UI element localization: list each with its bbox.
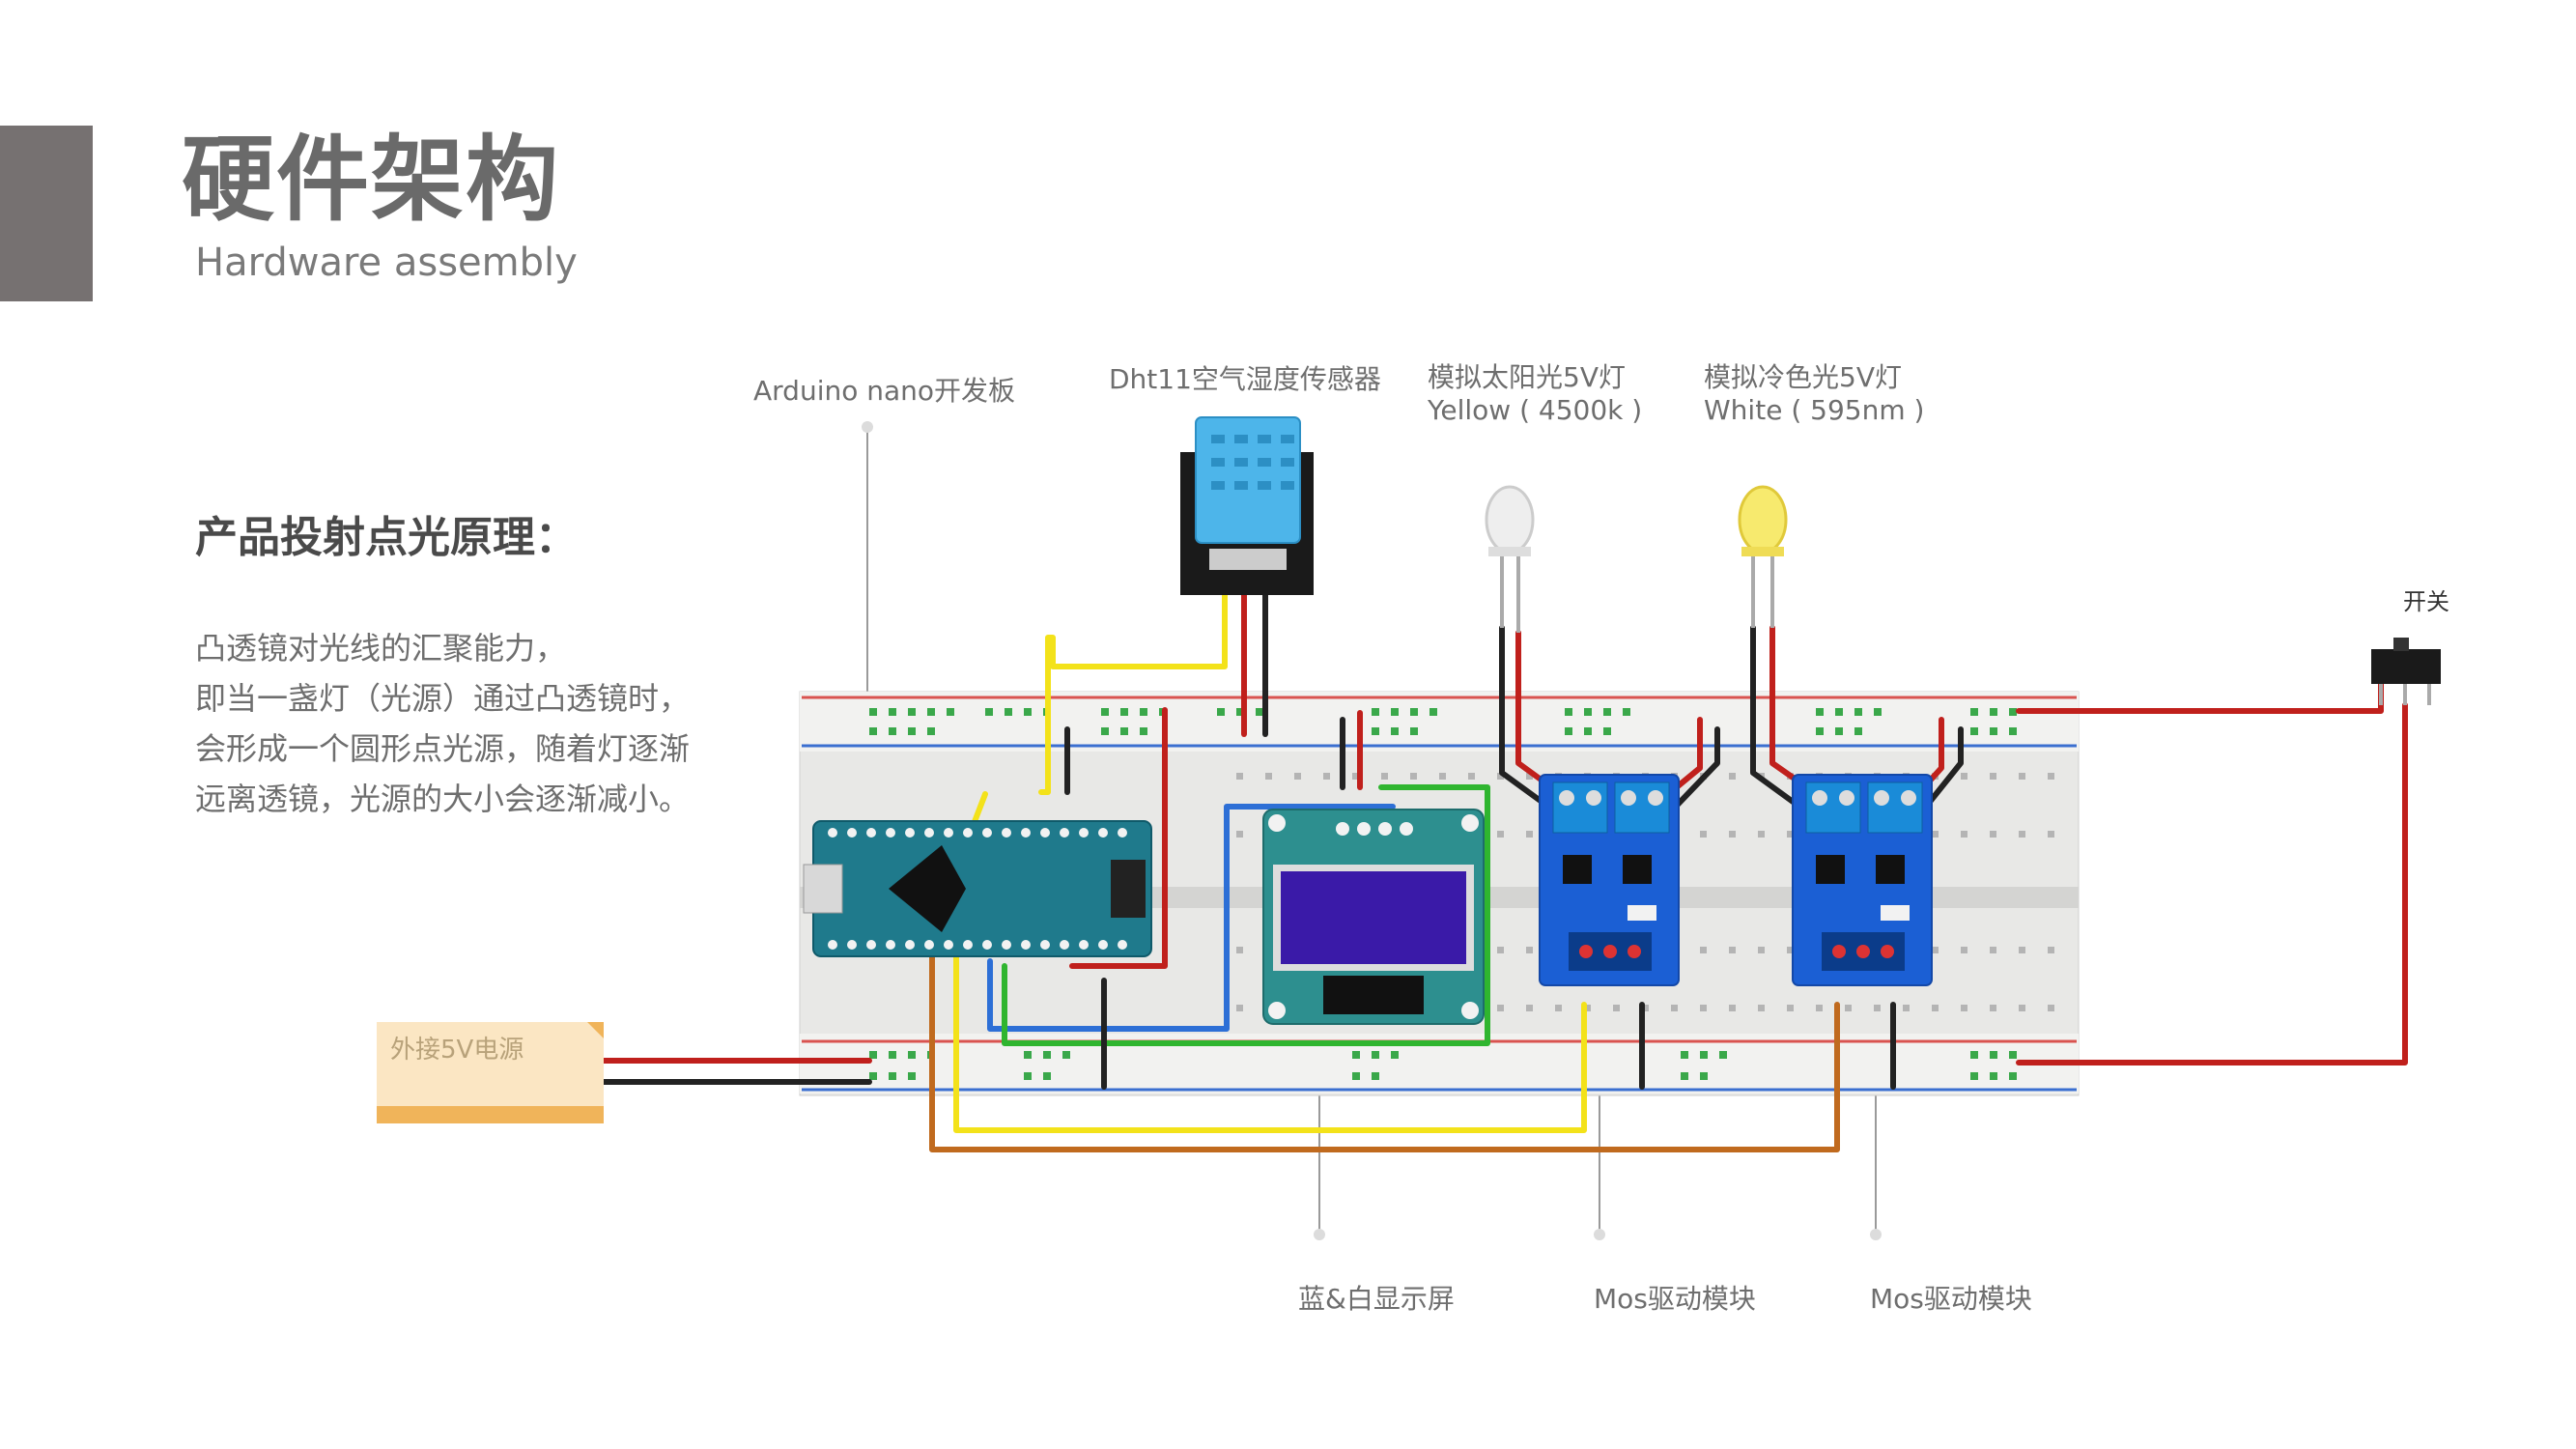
label-mos-1: Mos驱动模块 bbox=[1594, 1283, 1756, 1315]
principle-description: 凸透镜对光线的汇聚能力， 即当一盏灯（光源）通过凸透镜时， 会形成一个圆形点光源… bbox=[195, 623, 690, 824]
label-dht11: Dht11空气湿度传感器 bbox=[1109, 363, 1381, 395]
label-power: 外接5V电源 bbox=[390, 1036, 524, 1065]
principle-line-3: 会形成一个圆形点光源，随着灯逐渐 bbox=[195, 730, 691, 767]
label-display: 蓝&白显示屏 bbox=[1298, 1283, 1455, 1315]
principle-line-2: 即当一盏灯（光源）通过凸透镜时， bbox=[195, 680, 691, 717]
oled-display-module bbox=[1262, 809, 1485, 1025]
label-lamp-sun-line2: Yellow ( 4500k ) bbox=[1428, 394, 1643, 426]
label-switch: 开关 bbox=[2403, 588, 2449, 615]
dht11-sensor bbox=[1180, 416, 1314, 595]
page-subtitle: Hardware assembly bbox=[195, 241, 578, 285]
mos-driver-module-2 bbox=[1792, 774, 1933, 986]
arduino-nano-board bbox=[803, 820, 1152, 957]
principle-line-4: 远离透镜，光源的大小会逐渐减小。 bbox=[195, 781, 691, 817]
label-lamp-cold-line1: 模拟冷色光5V灯 bbox=[1704, 361, 1902, 393]
label-arduino: Arduino nano开发板 bbox=[753, 375, 1016, 407]
yellow-led-lamp bbox=[1738, 485, 1788, 628]
slide-switch bbox=[2371, 638, 2441, 705]
mos-driver-module-1 bbox=[1539, 774, 1680, 986]
external-power-supply bbox=[377, 1022, 604, 1123]
wires bbox=[601, 577, 2408, 1152]
label-lamp-cold-line2: White ( 595nm ) bbox=[1704, 394, 1925, 426]
label-lamp-sun-line1: 模拟太阳光5V灯 bbox=[1428, 361, 1626, 393]
page-title: 硬件架构 bbox=[182, 126, 560, 234]
white-led-lamp bbox=[1485, 485, 1535, 633]
label-mos-2: Mos驱动模块 bbox=[1870, 1283, 2032, 1315]
principle-heading: 产品投射点光原理： bbox=[195, 513, 578, 562]
accent-bar bbox=[0, 126, 93, 301]
principle-line-1: 凸透镜对光线的汇聚能力， bbox=[195, 630, 567, 667]
